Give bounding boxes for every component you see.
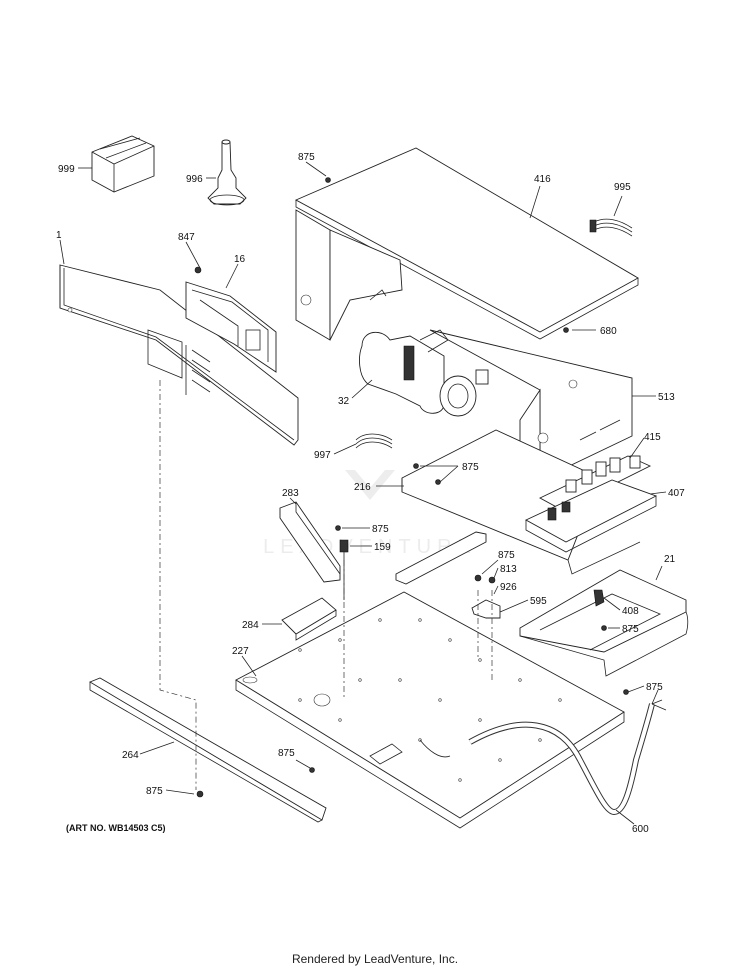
part-284-bracket[interactable] bbox=[281, 597, 337, 641]
rail-right bbox=[395, 531, 487, 585]
callout-283[interactable]: 283 bbox=[282, 488, 299, 499]
callout-600[interactable]: 600 bbox=[632, 824, 649, 835]
callout-875[interactable]: 875 bbox=[278, 748, 295, 759]
callout-21[interactable]: 21 bbox=[664, 554, 676, 565]
part-416-top-cover[interactable] bbox=[294, 147, 639, 340]
callout-227[interactable]: 227 bbox=[232, 646, 249, 657]
callout-284[interactable]: 284 bbox=[242, 620, 259, 631]
projection-lines bbox=[159, 380, 493, 790]
callout-264[interactable]: 264 bbox=[122, 750, 139, 761]
callout-875[interactable]: 875 bbox=[372, 524, 389, 535]
callout-159[interactable]: 159 bbox=[374, 542, 391, 553]
callout-875[interactable]: 875 bbox=[298, 152, 315, 163]
part-32-blower[interactable] bbox=[359, 329, 489, 417]
part-16-control-board[interactable] bbox=[185, 266, 277, 373]
callout-416[interactable]: 416 bbox=[534, 174, 551, 185]
screws bbox=[196, 177, 629, 798]
part-997-harness[interactable] bbox=[355, 433, 393, 449]
callout-875[interactable]: 875 bbox=[622, 624, 639, 635]
callout-labels: 999 996 875 416 995 1 847 16 680 32 513 … bbox=[56, 152, 685, 835]
callout-995[interactable]: 995 bbox=[614, 182, 631, 193]
footer-credit: Rendered by LeadVenture, Inc. bbox=[291, 952, 459, 966]
callout-595[interactable]: 595 bbox=[530, 596, 547, 607]
part-595-bracket[interactable] bbox=[471, 599, 501, 619]
callout-926[interactable]: 926 bbox=[500, 582, 517, 593]
callout-875[interactable]: 875 bbox=[498, 550, 515, 561]
part-21-board-bracket[interactable] bbox=[519, 569, 689, 677]
part-415-relay-board[interactable] bbox=[539, 455, 652, 511]
callout-16[interactable]: 16 bbox=[234, 254, 246, 265]
callout-875[interactable]: 875 bbox=[646, 682, 663, 693]
callout-680[interactable]: 680 bbox=[600, 326, 617, 337]
callout-216[interactable]: 216 bbox=[354, 482, 371, 493]
callout-875[interactable]: 875 bbox=[462, 462, 479, 473]
callout-1[interactable]: 1 bbox=[56, 230, 62, 241]
part-1-control-panel[interactable] bbox=[59, 264, 299, 446]
leader-lines bbox=[59, 161, 667, 825]
callout-32[interactable]: 32 bbox=[338, 396, 350, 407]
part-996-foot[interactable] bbox=[207, 139, 247, 206]
part-600-wire-harness[interactable] bbox=[419, 689, 667, 816]
callout-408[interactable]: 408 bbox=[622, 606, 639, 617]
callout-999[interactable]: 999 bbox=[58, 164, 75, 175]
art-number: (ART NO. WB14503 C5) bbox=[66, 823, 166, 833]
part-283-bracket[interactable] bbox=[279, 501, 341, 583]
part-995-harness[interactable] bbox=[589, 218, 633, 237]
callout-415[interactable]: 415 bbox=[644, 432, 661, 443]
callout-875[interactable]: 875 bbox=[146, 786, 163, 797]
callout-997[interactable]: 997 bbox=[314, 450, 331, 461]
part-264-trim-rail[interactable] bbox=[88, 677, 327, 823]
part-999-box[interactable] bbox=[91, 135, 155, 193]
callout-847[interactable]: 847 bbox=[178, 232, 195, 243]
callout-513[interactable]: 513 bbox=[658, 392, 675, 403]
callout-813[interactable]: 813 bbox=[500, 564, 517, 575]
part-407-control-board[interactable] bbox=[525, 479, 658, 553]
part-408-clip[interactable] bbox=[593, 589, 605, 607]
callout-407[interactable]: 407 bbox=[668, 488, 685, 499]
callout-996[interactable]: 996 bbox=[186, 174, 203, 185]
